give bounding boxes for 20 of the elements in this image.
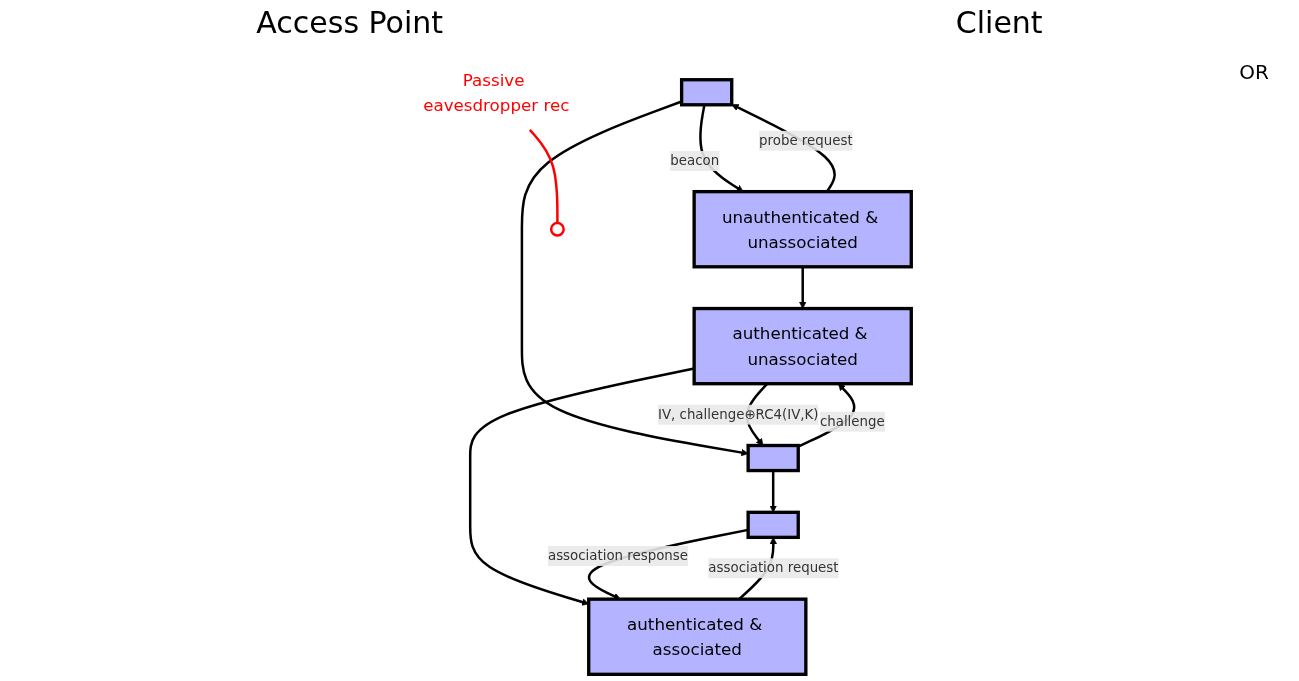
node-box (746, 510, 800, 540)
column-heading: Access Point (256, 4, 444, 40)
node-box (746, 443, 800, 473)
column-heading: Client (955, 4, 1043, 40)
node-box: authenticated & associated (587, 597, 808, 676)
edge-label: beacon (670, 152, 720, 169)
edge-label: IV, challenge⊕RC4(IV,K) (657, 406, 819, 423)
arrow (769, 470, 777, 513)
connector (528, 129, 559, 223)
edge-label: association response (547, 547, 689, 564)
node-box (679, 78, 734, 107)
edge-label: challenge (819, 413, 885, 430)
node-box: unauthenticated & unassociated (692, 189, 913, 269)
edge-label: association request (708, 559, 839, 576)
edge-label: probe request (759, 132, 853, 149)
node-ellipse (549, 221, 565, 237)
arrow (799, 266, 807, 309)
node-text: Passive eavesdropper rec (423, 69, 570, 115)
note-text: OR (1239, 60, 1269, 84)
node-box: authenticated & unassociated (692, 306, 913, 386)
